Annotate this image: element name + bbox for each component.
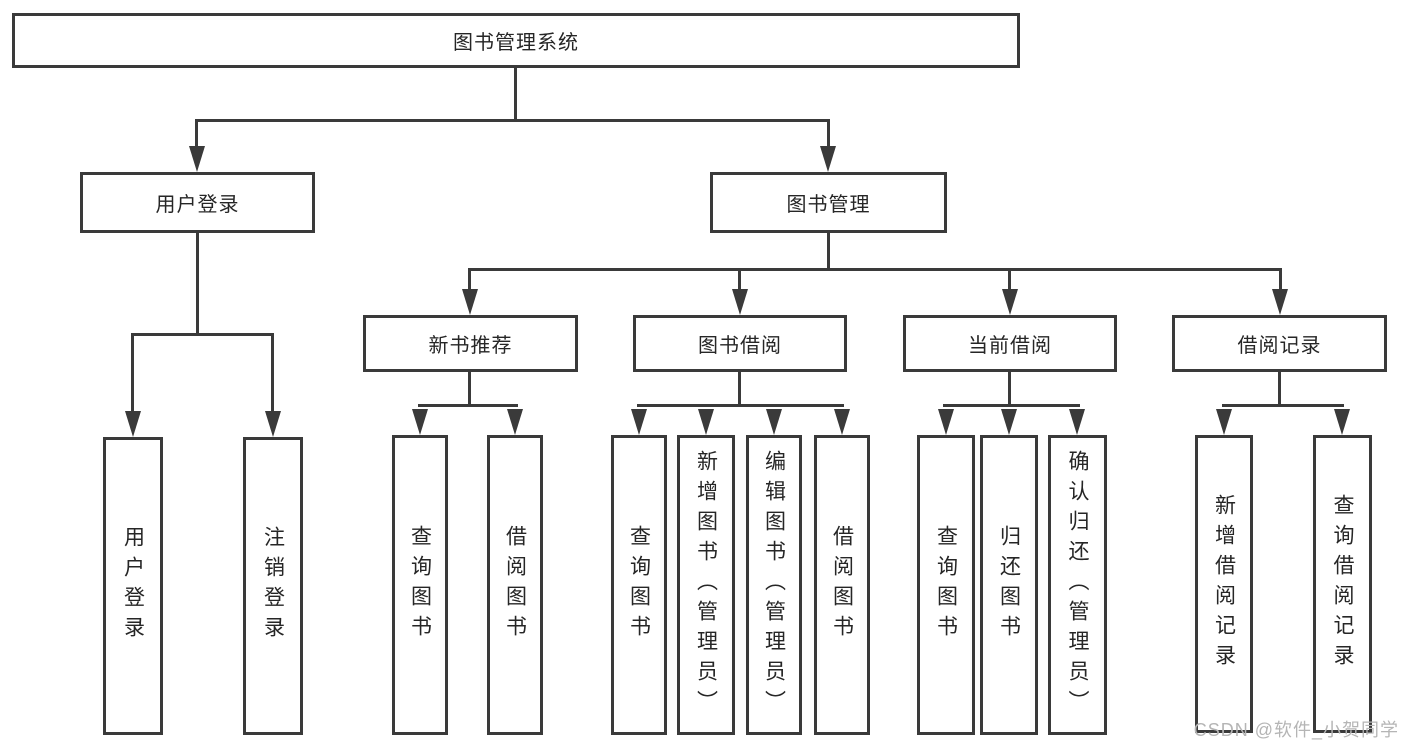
leaf-label: 归还图书 [997, 525, 1021, 645]
connector-line [468, 268, 471, 292]
connector-line [827, 119, 830, 149]
leaf-label: 查询图书 [627, 525, 651, 645]
arrowhead-down-icon [507, 409, 523, 435]
node-book-management: 图书管理 [710, 172, 947, 233]
leaf-label: 新增图书（管理员） [694, 450, 718, 720]
arrowhead-down-icon [1001, 409, 1017, 435]
leaf-label: 查询图书 [934, 525, 958, 645]
leaf-label: 查询借阅记录 [1331, 494, 1354, 674]
connector-line [131, 333, 274, 336]
arrowhead-down-icon [698, 409, 714, 435]
arrowhead-down-icon [412, 409, 428, 435]
node-label: 当前借阅 [968, 335, 1052, 357]
arrowhead-down-icon [1272, 289, 1288, 315]
leaf-borrow-books-newbook: 借阅图书 [487, 435, 543, 735]
leaf-label: 用户登录 [121, 526, 145, 646]
arrowhead-down-icon [189, 146, 205, 172]
connector-line [131, 333, 134, 413]
leaf-user-login: 用户登录 [103, 437, 163, 735]
arrowhead-down-icon [1002, 289, 1018, 315]
arrowhead-down-icon [938, 409, 954, 435]
leaf-label: 借阅图书 [503, 525, 527, 645]
node-label: 图书管理 [786, 194, 871, 216]
connector-line [468, 372, 471, 407]
connector-line [418, 404, 518, 407]
arrowhead-down-icon [820, 146, 836, 172]
connector-line [943, 404, 1080, 407]
leaf-edit-books-admin: 编辑图书（管理员） [746, 435, 802, 735]
leaf-label: 借阅图书 [830, 525, 854, 645]
leaf-label: 注销登录 [261, 526, 285, 646]
leaf-query-books-current: 查询图书 [917, 435, 975, 735]
leaf-add-borrow-record: 新增借阅记录 [1195, 435, 1253, 733]
leaf-label: 查询图书 [408, 525, 432, 645]
arrowhead-down-icon [834, 409, 850, 435]
leaf-logout: 注销登录 [243, 437, 303, 735]
leaf-borrow-books: 借阅图书 [814, 435, 870, 735]
leaf-query-borrow-record: 查询借阅记录 [1313, 435, 1372, 733]
connector-line [1279, 268, 1282, 292]
node-label: 新书推荐 [428, 335, 513, 357]
arrowhead-down-icon [631, 409, 647, 435]
connector-line [738, 372, 741, 407]
leaf-label: 编辑图书（管理员） [762, 450, 786, 720]
node-label: 用户登录 [155, 194, 240, 216]
node-new-book-recommend: 新书推荐 [363, 315, 578, 372]
connector-line [1222, 404, 1344, 407]
node-book-borrowing: 图书借阅 [633, 315, 847, 372]
connector-line [1008, 268, 1011, 292]
connector-line [1278, 372, 1281, 407]
node-label: 图书管理系统 [453, 32, 579, 54]
csdn-watermark: CSDN @软件_小贺同学 [1193, 720, 1399, 740]
arrowhead-down-icon [1334, 409, 1350, 435]
connector-line [195, 119, 198, 149]
leaf-query-books-borrow: 查询图书 [611, 435, 667, 735]
connector-line [468, 268, 1282, 271]
connector-line [1008, 372, 1011, 407]
connector-line [738, 268, 741, 292]
node-borrow-records: 借阅记录 [1172, 315, 1387, 372]
arrowhead-down-icon [732, 289, 748, 315]
leaf-add-books-admin: 新增图书（管理员） [677, 435, 735, 735]
node-current-borrowing: 当前借阅 [903, 315, 1117, 372]
connector-line [196, 233, 199, 335]
connector-line [271, 333, 274, 413]
leaf-query-books-newbook: 查询图书 [392, 435, 448, 735]
arrowhead-down-icon [1216, 409, 1232, 435]
arrowhead-down-icon [265, 411, 281, 437]
node-label: 借阅记录 [1237, 335, 1322, 357]
leaf-label: 确认归还（管理员） [1066, 450, 1089, 720]
node-label: 图书借阅 [698, 335, 782, 357]
leaf-label: 新增借阅记录 [1212, 494, 1236, 674]
arrowhead-down-icon [766, 409, 782, 435]
node-user-login: 用户登录 [80, 172, 315, 233]
connector-line [514, 68, 517, 122]
arrowhead-down-icon [125, 411, 141, 437]
leaf-confirm-return-admin: 确认归还（管理员） [1048, 435, 1107, 735]
leaf-return-books: 归还图书 [980, 435, 1038, 735]
connector-line [637, 404, 844, 407]
connector-line [827, 233, 830, 271]
arrowhead-down-icon [1069, 409, 1085, 435]
connector-line [195, 119, 830, 122]
node-book-management-system: 图书管理系统 [12, 13, 1020, 68]
arrowhead-down-icon [462, 289, 478, 315]
